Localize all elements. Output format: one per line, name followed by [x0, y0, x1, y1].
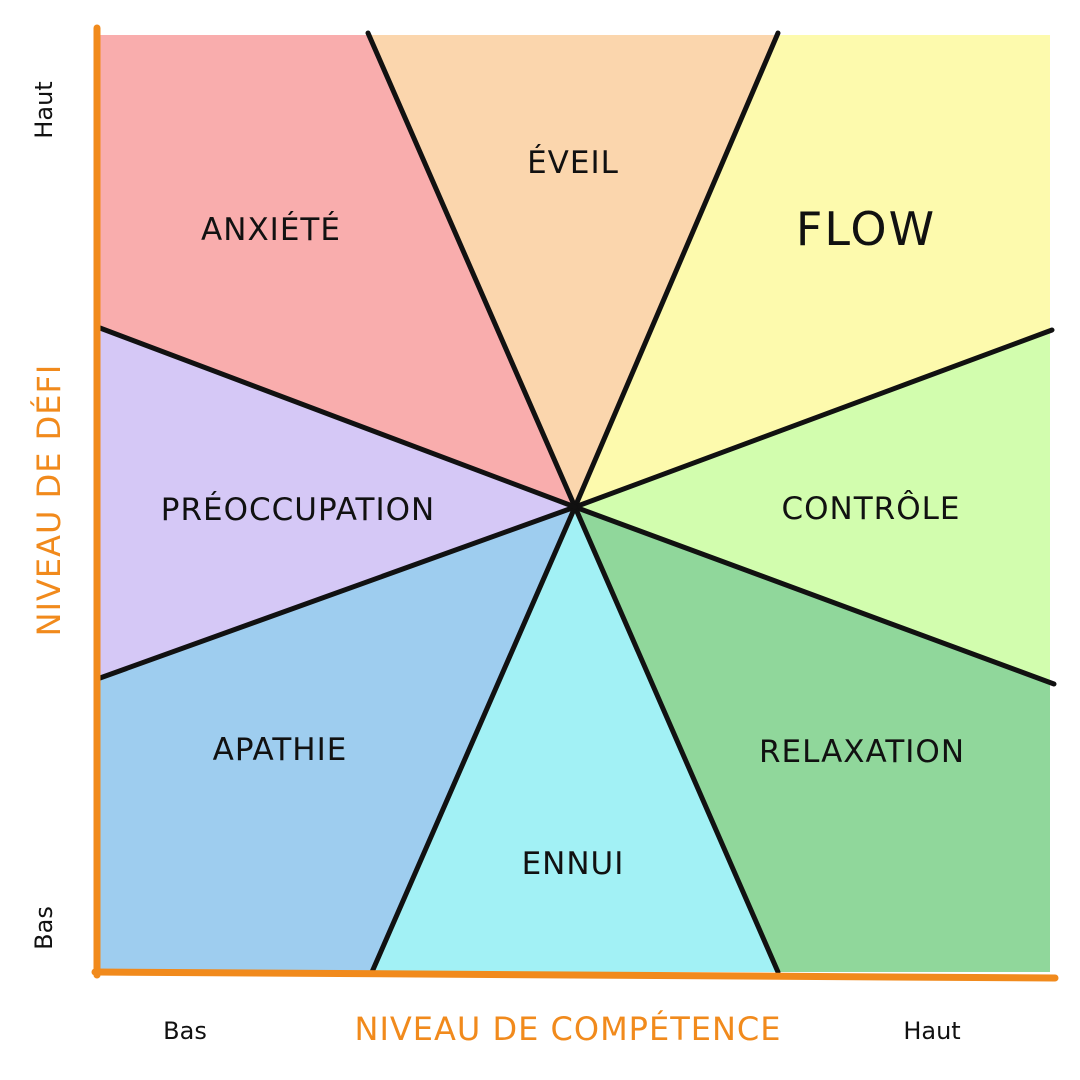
axes: [91, 24, 1059, 982]
divider-line: [572, 504, 781, 975]
x-axis-low-label: Bas: [163, 1017, 207, 1045]
sector-label-controle: CONTRÔLE: [782, 490, 961, 527]
sector-eveil: [368, 35, 778, 507]
sector-ennui: [372, 507, 778, 972]
sector-label-eveil: ÉVEIL: [527, 145, 619, 181]
divider-line: [572, 327, 1055, 510]
divider-line: [369, 504, 578, 975]
sector-flow: [575, 35, 1050, 507]
divider-line: [97, 504, 578, 681]
y-axis-title: NIVEAU DE DÉFI: [30, 364, 68, 637]
sector-preoccupation: [100, 328, 575, 678]
y-axis-low-label: Bas: [30, 906, 58, 950]
x-axis-title: NIVEAU DE COMPÉTENCE: [355, 1010, 782, 1048]
sector-fills: [100, 35, 1050, 972]
sector-label-relaxation: RELAXATION: [759, 734, 965, 770]
divider-line: [365, 30, 578, 510]
sector-anxiete: [100, 35, 575, 507]
divider-line: [572, 30, 781, 510]
sector-label-flow: FLOW: [796, 202, 936, 256]
x-axis-line: [91, 968, 1059, 982]
sector-label-apathie: APATHIE: [213, 732, 348, 768]
sector-relaxation: [575, 507, 1050, 972]
divider-line: [572, 504, 1057, 687]
divider-line: [97, 325, 578, 510]
y-axis-high-label: Haut: [30, 81, 58, 138]
sector-labels: ANXIÉTÉ ÉVEIL FLOW CONTRÔLE RELAXATION E…: [161, 145, 965, 882]
x-axis-high-label: Haut: [903, 1017, 960, 1045]
divider-lines: [97, 30, 1057, 975]
sector-label-ennui: ENNUI: [522, 846, 625, 882]
sector-controle: [575, 333, 1050, 682]
sector-label-preoccupation: PRÉOCCUPATION: [161, 492, 435, 528]
sector-label-anxiete: ANXIÉTÉ: [201, 212, 341, 248]
sector-apathie: [100, 507, 575, 972]
